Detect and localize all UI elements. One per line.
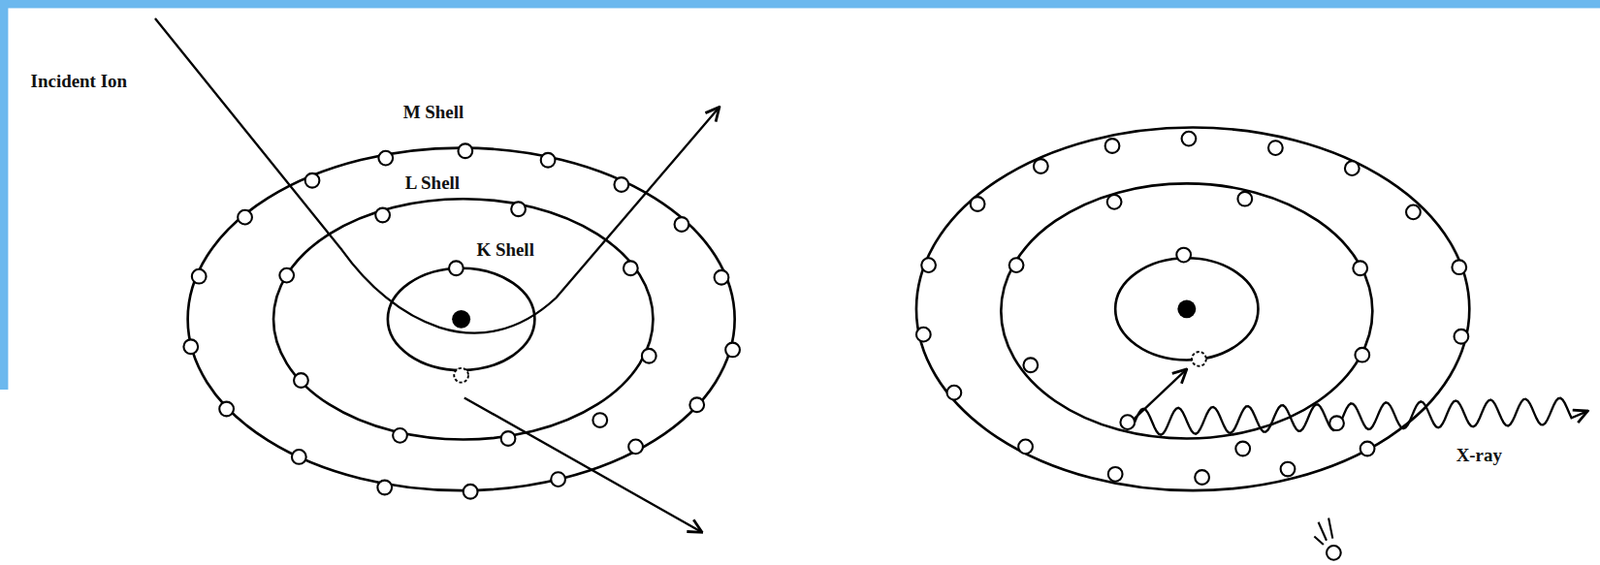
electron <box>1194 470 1210 485</box>
electron <box>1105 138 1120 154</box>
electron <box>714 270 730 286</box>
nucleus <box>1177 299 1196 319</box>
electron <box>1344 160 1360 176</box>
electron <box>1033 159 1049 174</box>
motion-stroke <box>1318 522 1327 542</box>
electron <box>725 343 740 358</box>
electron <box>970 196 986 212</box>
electron <box>1352 260 1368 276</box>
electron <box>1235 442 1250 457</box>
electron <box>1454 329 1470 345</box>
vacancy <box>1191 352 1207 367</box>
shell-label: X-ray <box>1454 445 1505 466</box>
motion-stroke <box>1328 518 1333 540</box>
electron <box>392 428 408 444</box>
electron <box>1237 192 1252 207</box>
electron <box>305 173 320 189</box>
electron <box>592 413 608 428</box>
electron <box>1018 440 1033 455</box>
electron <box>674 217 690 232</box>
electron <box>279 268 294 284</box>
electron <box>1023 357 1038 373</box>
electron <box>1406 205 1421 221</box>
electron <box>1360 442 1376 457</box>
electron <box>1354 348 1370 363</box>
electron-shell <box>188 148 736 492</box>
shell-label: M Shell <box>401 101 467 123</box>
electron <box>623 260 639 276</box>
electron <box>1329 416 1344 431</box>
shell-label: K Shell <box>474 239 537 260</box>
electron-shell <box>1000 183 1373 439</box>
electron <box>916 327 931 343</box>
electron <box>219 402 234 417</box>
electron <box>501 431 516 447</box>
electron <box>1326 545 1342 561</box>
ejected-electron-path <box>464 397 703 533</box>
electron <box>641 349 657 364</box>
electron <box>613 177 629 192</box>
electron <box>628 440 643 455</box>
electron <box>511 201 526 217</box>
electron-shell <box>387 268 536 371</box>
electron <box>1176 248 1191 263</box>
top-bar <box>0 0 1600 8</box>
electron <box>1182 131 1197 147</box>
ion-trajectory <box>155 18 720 334</box>
transition-arrow <box>1132 369 1187 421</box>
electron <box>1120 415 1135 430</box>
electron <box>457 143 473 159</box>
electron <box>1280 462 1296 478</box>
shell-label: Incident Ion <box>28 71 129 93</box>
electron-shell <box>1115 257 1258 360</box>
electron <box>947 385 962 401</box>
nucleus <box>451 310 471 329</box>
electron <box>1108 467 1123 482</box>
electron <box>1009 257 1024 273</box>
electron <box>550 472 566 487</box>
electron <box>183 339 198 354</box>
electron <box>448 260 464 276</box>
electron <box>375 208 390 224</box>
electron <box>377 480 392 496</box>
electron <box>192 269 207 285</box>
electron <box>689 397 704 413</box>
shell-label: L Shell <box>403 172 463 193</box>
electron <box>293 373 309 388</box>
electron <box>291 449 307 465</box>
electron <box>237 210 253 225</box>
vacancy <box>453 368 469 384</box>
electron <box>463 484 479 500</box>
electron <box>1268 140 1283 156</box>
electron <box>1107 194 1122 210</box>
electron <box>378 151 393 166</box>
left-bar <box>0 0 8 390</box>
electron <box>1451 259 1467 275</box>
electron <box>921 257 936 273</box>
electron-shell <box>916 128 1470 492</box>
motion-stroke <box>1313 537 1323 545</box>
x-ray-wave <box>1134 398 1588 436</box>
electron <box>541 153 556 168</box>
